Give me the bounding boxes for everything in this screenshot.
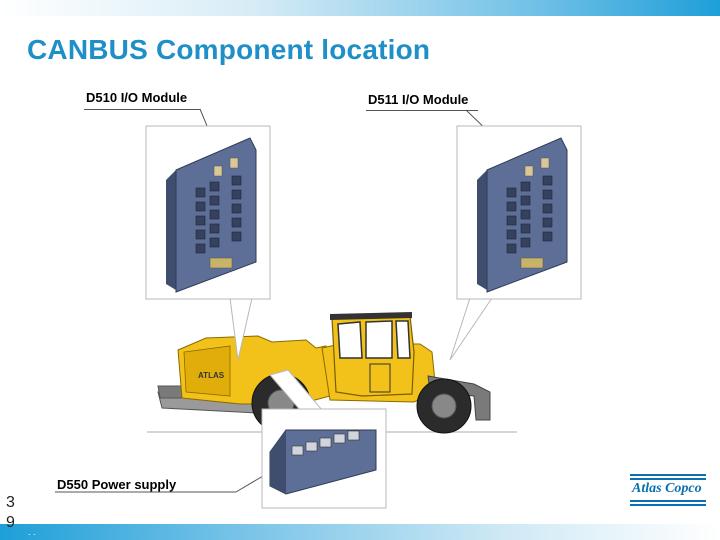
cabin-window-right <box>395 320 411 359</box>
page-number-line-1: 3 <box>6 494 15 511</box>
cabin-window-middle <box>365 320 393 359</box>
atlas-copco-logo-text: Atlas Copco <box>632 481 702 496</box>
atlas-copco-logo <box>630 474 706 508</box>
bottom-gradient-band <box>0 524 720 540</box>
label-d511: D511 I/O Module <box>368 92 469 107</box>
boom-head <box>157 385 185 399</box>
label-d510-underline <box>84 109 200 110</box>
cabin-window-left <box>337 321 363 359</box>
d510-module-callout <box>145 125 271 361</box>
machine-brand-mark: ATLAS <box>198 371 225 380</box>
label-d510: D510 I/O Module <box>86 90 188 105</box>
label-d550: D550 Power supply <box>57 477 177 492</box>
d511-module-callout <box>449 125 582 361</box>
rear-wheel-hub <box>431 393 457 419</box>
d511-module-graphic <box>477 137 568 293</box>
d510-module-graphic <box>166 137 257 293</box>
cabin-door <box>369 363 391 393</box>
d550-power-supply-callout <box>261 369 387 509</box>
cabin-roof <box>330 312 412 320</box>
page-title: CANBUS Component location <box>27 34 431 65</box>
top-gradient-band <box>0 0 720 16</box>
d550-power-supply-graphic <box>269 429 377 495</box>
page-number-line-2: 9 <box>6 514 15 531</box>
d511-callout-pointer <box>449 297 493 361</box>
footer-text: . . <box>28 527 36 537</box>
label-d511-underline <box>366 110 478 111</box>
hood-panel <box>183 345 231 397</box>
